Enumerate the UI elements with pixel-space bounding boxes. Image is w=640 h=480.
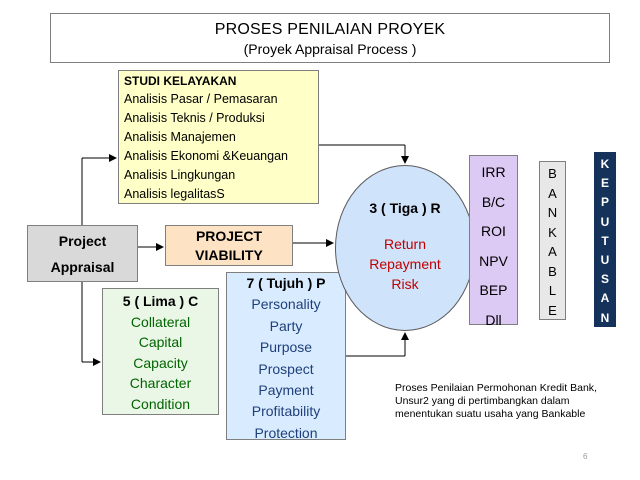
note-text: Proses Penilaian Permohonan Kredit Bank,… [395,382,597,420]
bankable-letter: K [548,224,557,240]
keputusan-letter: T [601,233,609,248]
keputusan-letter: A [600,291,610,306]
keputusan-letter: N [600,310,610,325]
lima-c-item: Collateral [130,313,191,330]
tujuh-p-box: 7 ( Tujuh ) P Personality Party Purpose … [226,272,346,441]
lima-c-item: Capacity [133,354,188,371]
bankable-letter: B [548,166,557,181]
studi-item: Analisis legalitasS [124,187,225,201]
studi-item: Analisis Manajemen [124,130,236,144]
tiga-r-heading: 3 ( Tiga ) R [369,200,441,216]
tiga-r-item: Risk [391,276,419,292]
project-viability-box: PROJECT VIABILITY [165,225,293,266]
bankable-letter: A [548,185,557,201]
project-appraisal-label-2: Appraisal [50,259,115,275]
tujuh-p-item: Payment [258,382,314,399]
project-viability-label-2: VIABILITY [195,247,263,263]
tiga-r-item: Repayment [369,256,441,272]
tujuh-p-item: Personality [251,296,321,313]
tiga-r-items: Return Repayment Risk [336,234,474,294]
tujuh-p-item: Purpose [259,339,313,356]
keputusan-letter: K [600,157,610,171]
lima-c-item: Capital [138,334,183,350]
lima-c-heading: 5 ( Lima ) C [122,293,199,309]
tujuh-p-item: Protection [254,424,318,441]
keputusan-box: K E P U T U S A N [594,152,616,327]
project-appraisal-label-1: Project [58,233,107,249]
lima-c-box: 5 ( Lima ) C Collateral Capital Capacity… [102,288,219,415]
keputusan-letter: U [600,253,610,268]
ratio-item: ROI [481,223,506,239]
title-box: PROSES PENILAIAN PROYEK (Proyek Appraisa… [50,13,610,63]
tujuh-p-heading: 7 ( Tujuh ) P [246,275,326,291]
studi-kelayakan-heading: STUDI KELAYAKAN [124,74,237,88]
ratio-item: Dll [485,311,502,328]
bankable-letter: N [547,205,558,220]
bankable-letter: A [548,244,557,259]
ratio-item: IRR [481,164,506,180]
bankable-box: B A N K A B L E [539,161,566,320]
tujuh-p-item: Prospect [258,360,314,377]
ratios-box: IRR B/C ROI NPV BEP Dll [469,155,518,328]
keputusan-letter: E [600,176,609,191]
keputusan-letter: U [600,214,610,229]
ratio-item: NPV [479,252,508,269]
page-title: PROSES PENILAIAN PROYEK [214,21,446,38]
tiga-r-ellipse: 3 ( Tiga ) R Return Repayment Risk [335,165,475,331]
page-subtitle: (Proyek Appraisal Process ) [243,41,417,57]
studi-item: Analisis Lingkungan [124,168,236,182]
bankable-letter: L [548,283,557,298]
ratio-item: B/C [481,193,506,210]
page-number: 6 [583,452,588,461]
studi-item: Analisis Pasar / Pemasaran [124,92,278,106]
tujuh-p-item: Profitability [251,403,321,420]
lima-c-item: Character [129,375,192,391]
lima-c-item: Condition [130,395,191,412]
tiga-r-item: Return [383,236,427,252]
bankable-letter: E [548,302,557,318]
keputusan-letter: S [600,272,609,287]
studi-item: Analisis Ekonomi &Keuangan [124,149,288,163]
studi-item: Analisis Teknis / Produksi [124,111,265,125]
studi-kelayakan-box: STUDI KELAYAKAN Analisis Pasar / Pemasar… [118,70,319,204]
keputusan-letter: P [600,195,609,210]
bankable-letter: B [548,263,557,279]
tujuh-p-item: Party [269,317,303,334]
project-viability-label-1: PROJECT [195,228,263,244]
ratio-item: BEP [479,282,508,298]
project-appraisal-box: Project Appraisal [27,225,138,282]
